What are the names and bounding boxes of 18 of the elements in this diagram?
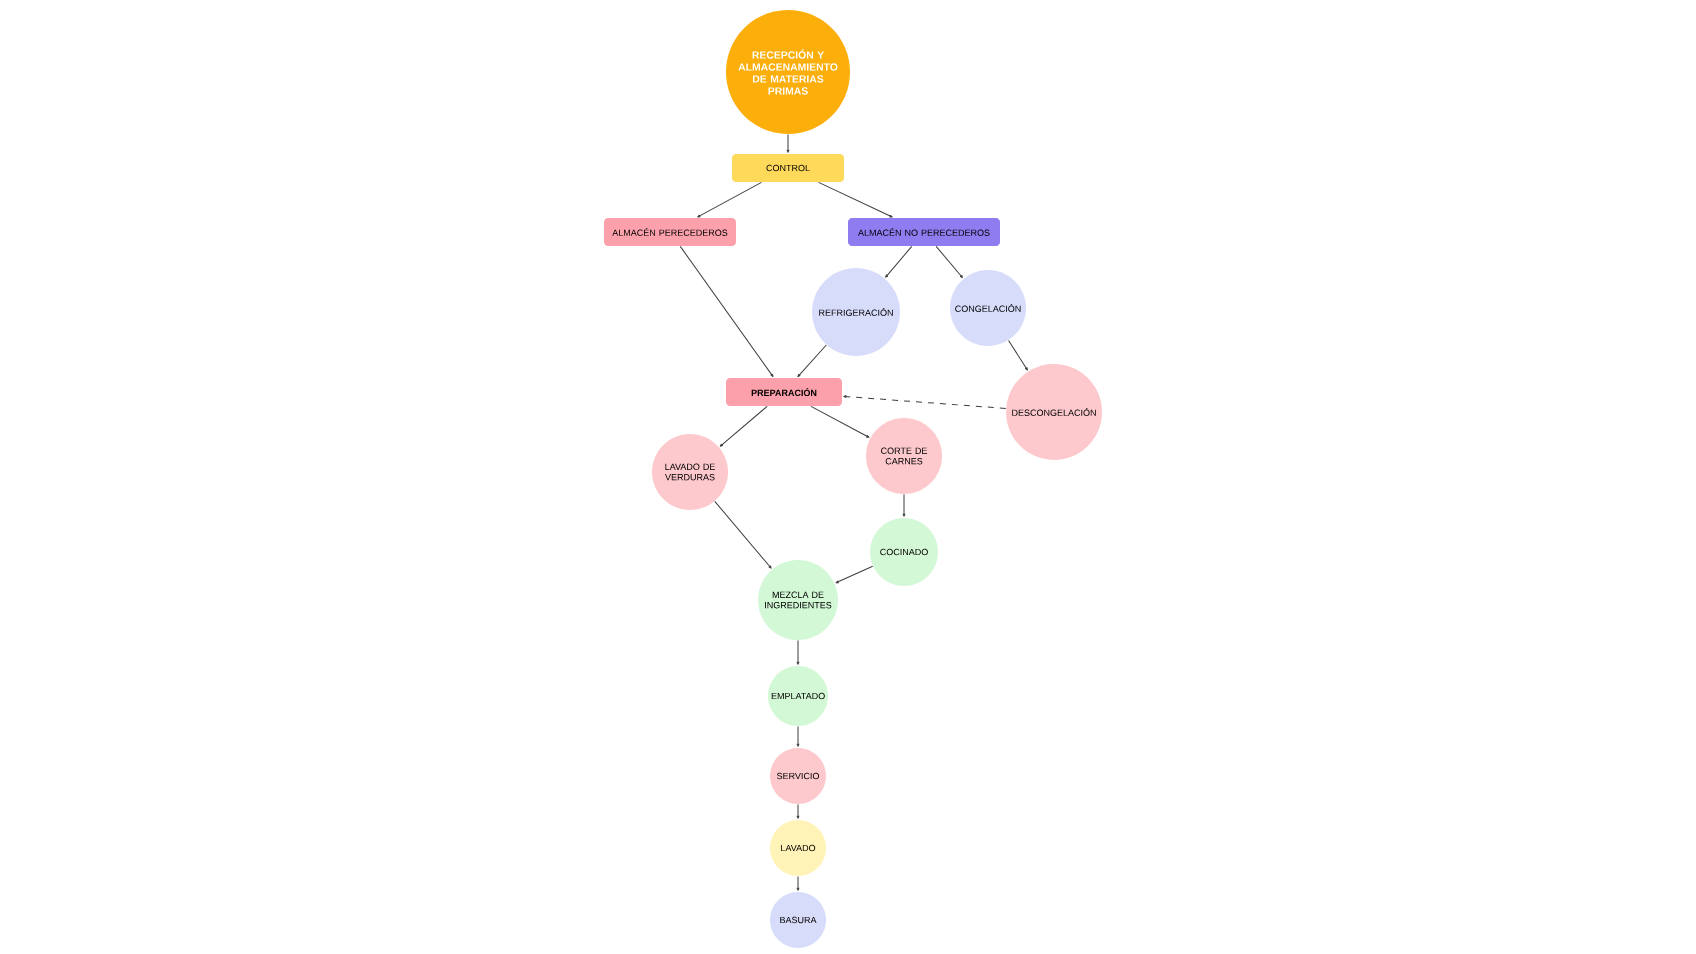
arrow <box>796 639 800 665</box>
arrow <box>1008 339 1028 371</box>
arrow <box>885 245 913 278</box>
arrow <box>797 344 827 378</box>
arrow <box>719 405 768 447</box>
arrow <box>796 875 800 891</box>
arrow <box>697 181 762 218</box>
arrow <box>714 500 772 569</box>
arrow <box>935 245 963 279</box>
arrow <box>818 181 893 218</box>
arrow <box>835 565 874 584</box>
arrow <box>786 133 790 153</box>
arrow <box>810 405 870 438</box>
arrow <box>796 725 800 747</box>
arrow <box>902 493 906 517</box>
arrow <box>796 803 800 819</box>
arrow <box>843 395 1007 409</box>
arrow <box>679 245 774 378</box>
